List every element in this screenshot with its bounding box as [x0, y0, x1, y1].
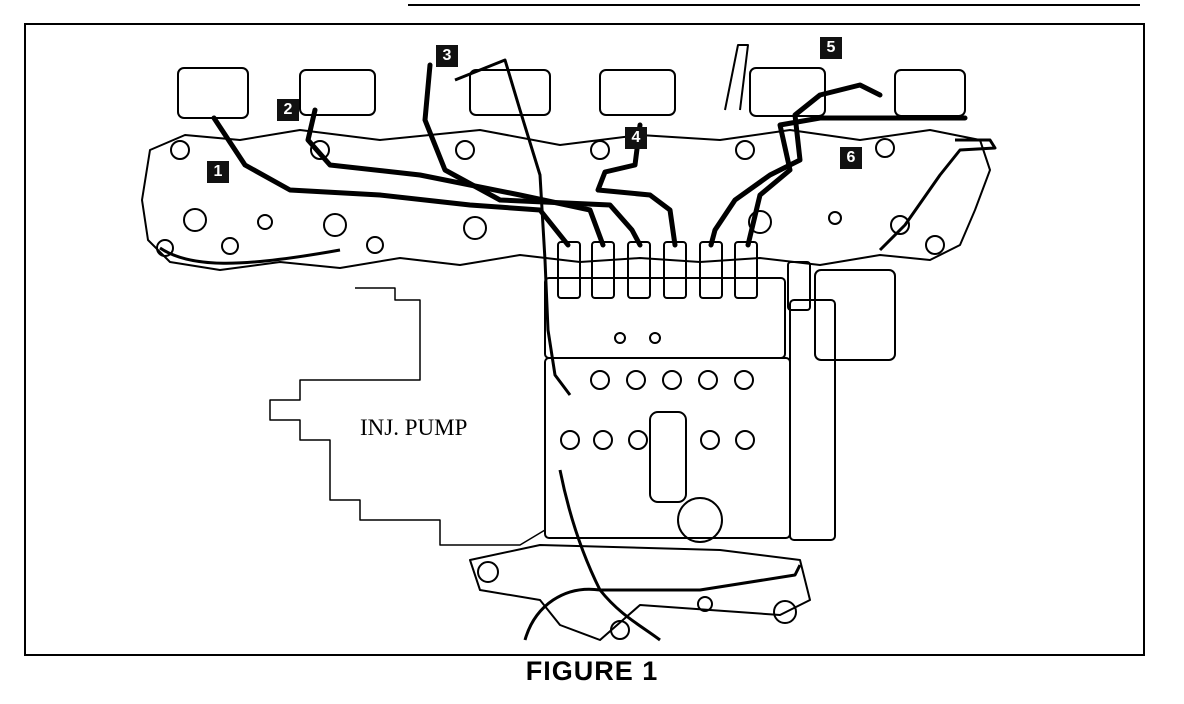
fuel-return-line-left: [159, 246, 341, 265]
pump-lower-body: [544, 357, 791, 539]
injection-line-3: [422, 62, 643, 248]
fuel-feed-line: [558, 469, 661, 642]
injection-pump-label: INJ. PUMP: [360, 415, 468, 440]
pump-side-unit: [814, 269, 896, 361]
fuel-supply-line: [454, 58, 572, 396]
manifold-bolts: [156, 138, 945, 257]
leak-off-line: [523, 564, 802, 641]
primer-pump: [649, 411, 687, 503]
cylinder-head-block-2: [299, 69, 376, 116]
cylinder-head-block-5: [749, 67, 826, 117]
callout-3: 3: [436, 45, 458, 67]
filler-tube: [724, 44, 749, 111]
callout-6: 6: [840, 147, 862, 169]
injection-line-4: [595, 122, 678, 248]
figure-frame: [24, 23, 1145, 656]
callout-2: 2: [277, 99, 299, 121]
callout-4: 4: [625, 127, 647, 149]
injection-line-5: [708, 82, 883, 248]
cylinder-head-block-1: [177, 67, 249, 119]
callout-5: 5: [820, 37, 842, 59]
primer-pump-base: [677, 497, 723, 543]
figure-caption: FIGURE 1: [525, 656, 659, 686]
delivery-valves: [557, 241, 811, 311]
callout-1: 1: [207, 161, 229, 183]
injection-line-6: [745, 115, 968, 248]
pump-plugs: [560, 332, 755, 450]
injection-line-2: [305, 107, 606, 248]
pump-governor: [789, 299, 836, 541]
fuel-return-line-right: [878, 138, 997, 252]
cylinder-head-block-4: [599, 69, 676, 116]
intake-manifold: [141, 129, 991, 271]
cylinder-head-block-3: [469, 69, 551, 116]
gear-housing-outline: [269, 287, 546, 546]
cylinder-head-block-6: [894, 69, 966, 117]
header-rule: [408, 4, 1140, 6]
injection-line-1: [211, 115, 571, 248]
